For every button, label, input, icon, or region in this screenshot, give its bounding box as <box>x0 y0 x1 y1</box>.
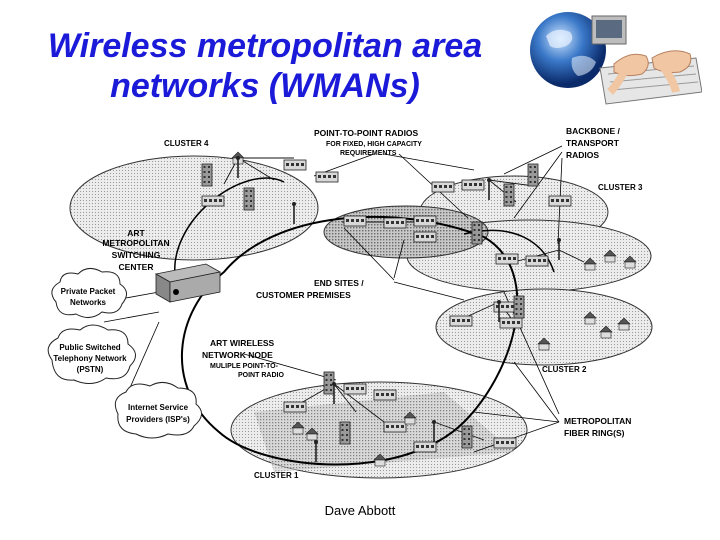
title-line-1: Wireless metropolitan area <box>47 27 483 65</box>
cloud-isp-text-2: Providers (ISP's) <box>126 415 190 424</box>
backbone-label-2: TRANSPORT <box>566 138 620 148</box>
switching-center-label-4: CENTER <box>119 262 154 272</box>
switching-center-box <box>154 263 222 303</box>
title-line-2: networks (WMANs) <box>110 67 420 105</box>
cloud-pstn: Public Switched Telephony Network (PSTN) <box>47 324 136 384</box>
switching-center-label-3: SWITCHING <box>112 250 161 260</box>
end-sites-label-2: CUSTOMER PREMISES <box>256 290 351 300</box>
cloud-private-packet: Private Packet Networks <box>51 268 127 318</box>
ptp-radios-label-2: FOR FIXED, HIGH CAPACITY <box>326 141 422 148</box>
cluster-1-label: CLUSTER 1 <box>254 471 299 480</box>
ptp-radios-label-3: REQUIREMENTS <box>340 150 397 157</box>
wireless-node-label-1: ART WIRELESS <box>210 338 275 348</box>
ptp-radios-label-1: POINT-TO-POINT RADIOS <box>314 128 419 138</box>
switching-center-label-1: ART <box>127 228 145 238</box>
wireless-node-label-2: NETWORK NODE <box>202 350 273 360</box>
end-sites-label-1: END SITES / <box>314 278 364 288</box>
wman-network-diagram: Private Packet Networks Public Switched … <box>47 126 653 480</box>
switching-center-label-2: METROPOLITAN <box>102 238 169 248</box>
cluster-4-disc <box>69 155 319 261</box>
cloud-packet-text-2: Networks <box>70 298 107 307</box>
cloud-isp-text-1: Internet Service <box>128 403 189 412</box>
cluster-3-label: CLUSTER 3 <box>598 183 643 192</box>
cloud-isp: Internet Service Providers (ISP's) <box>114 382 202 439</box>
fiber-ring-label-1: METROPOLITAN <box>564 416 631 426</box>
slide-title: Wireless metropolitan area networks (WMA… <box>20 26 510 106</box>
cluster-4-label: CLUSTER 4 <box>164 139 209 148</box>
cloud-pstn-text-2: Telephony Network <box>53 354 127 363</box>
cluster-2-label: CLUSTER 2 <box>542 365 587 374</box>
backbone-label-3: RADIOS <box>566 150 599 160</box>
fiber-ring-label-2: FIBER RING(S) <box>564 428 625 438</box>
cloud-pstn-text-1: Public Switched <box>59 343 120 352</box>
cluster-2-disc <box>435 288 653 366</box>
wireless-node-label-4: POINT RADIO <box>238 372 284 379</box>
globe-keyboard-clipart <box>530 12 702 105</box>
cloud-pstn-text-3: (PSTN) <box>77 365 104 374</box>
cloud-packet-text-1: Private Packet <box>61 287 116 296</box>
backbone-label-1: BACKBONE / <box>566 126 620 136</box>
wireless-node-label-3: MULIPLE POINT-TO- <box>210 363 279 370</box>
footer-author: Dave Abbott <box>324 503 396 518</box>
